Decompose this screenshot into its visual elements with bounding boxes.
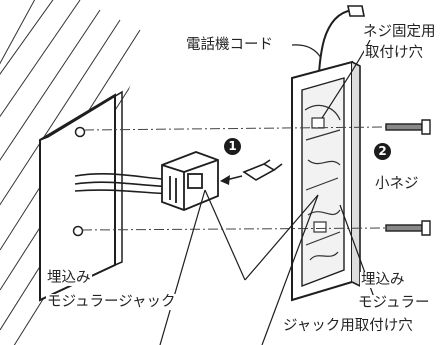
label-screw-hole-line2: 取付け穴 bbox=[364, 45, 424, 61]
modular-plug bbox=[242, 159, 283, 181]
plate-screw-hole-bottom bbox=[72, 225, 84, 237]
label-jack-hole-line1: 埋込み bbox=[360, 272, 406, 288]
step-1-badge: 1 bbox=[224, 138, 241, 155]
label-jack-hole-line2: モジュラー bbox=[357, 295, 431, 311]
screw-top bbox=[385, 119, 431, 135]
label-small-screw: 小ネジ bbox=[374, 176, 420, 192]
label-recessed-jack-line2: モジュラージャック bbox=[46, 294, 177, 310]
wall-plate bbox=[39, 90, 123, 302]
screw-bottom bbox=[385, 220, 431, 236]
label-recessed-jack-line1: 埋込み bbox=[46, 270, 92, 286]
telephone-plate bbox=[291, 60, 361, 302]
alignment-lines bbox=[81, 126, 387, 231]
label-screw-hole-line1: ネジ固定用 bbox=[362, 24, 437, 40]
step-2-badge: 2 bbox=[374, 143, 391, 160]
phone-cord-plug bbox=[347, 5, 365, 17]
label-jack-hole-line3: ジャック用取付け穴 bbox=[282, 318, 414, 334]
plate-screw-hole-top bbox=[74, 126, 86, 138]
leader-lines bbox=[159, 39, 376, 345]
label-phone-cord: 電話機コード bbox=[185, 37, 274, 53]
insert-arrowhead bbox=[220, 175, 230, 185]
